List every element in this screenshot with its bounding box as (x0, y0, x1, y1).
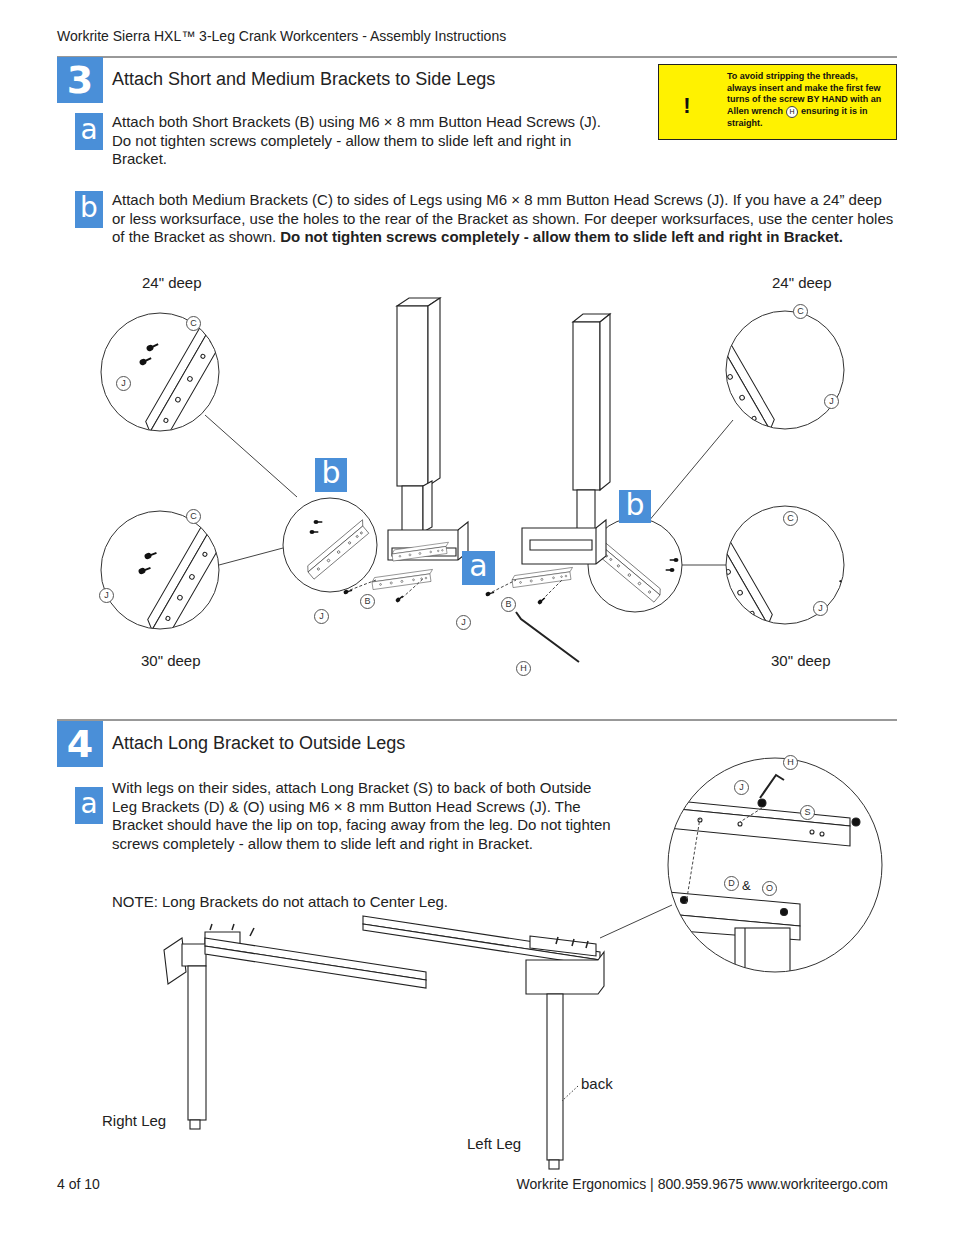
label-text: & (742, 878, 751, 893)
label-text: 4 of 10 (57, 1176, 100, 1192)
callout-letter: C (793, 304, 808, 319)
substep-letter: a (75, 787, 103, 824)
callout-letter: J (116, 376, 131, 391)
label-text: back (581, 1075, 613, 1092)
substep-tag: b (315, 458, 347, 492)
label-text: 30" deep (771, 652, 831, 669)
callout-letter: C (186, 509, 201, 524)
callout-letter: J (734, 780, 749, 795)
substep-block: aWith legs on their sides, attach Long B… (75, 779, 620, 853)
callout-letter: H (786, 106, 798, 118)
callout-letter: C (783, 511, 798, 526)
instruction-text: Attach both Medium Brackets (C) to sides… (112, 191, 897, 247)
warning-text: To avoid stripping the threads, always i… (727, 65, 889, 134)
substep-letter: a (462, 551, 495, 585)
callout-letter: B (501, 597, 516, 612)
instruction-text: Attach both Short Brackets (B) using M6 … (112, 113, 605, 169)
callout-letter: J (314, 609, 329, 624)
substep-letter: b (619, 490, 651, 523)
label-text: 24" deep (772, 274, 832, 291)
substep-tag: b (619, 490, 651, 523)
step-number: 4 (57, 721, 103, 767)
substep-letter: b (75, 191, 103, 228)
callout-letter: O (762, 881, 777, 896)
step-title: Attach Short and Medium Brackets to Side… (112, 69, 495, 90)
substep-tag: a (462, 551, 495, 585)
instruction-emphasis: Do not tighten screws completely - allow… (280, 228, 843, 245)
step-number: 3 (57, 57, 103, 103)
instruction-text: With legs on their sides, attach Long Br… (112, 779, 620, 853)
label-text: 24" deep (142, 274, 202, 291)
instruction-body: Attach both Short Brackets (B) using M6 … (112, 113, 601, 167)
callout-letter: J (456, 615, 471, 630)
callout-letter: S (800, 805, 815, 820)
callout-letter: H (783, 755, 798, 770)
instruction-body: With legs on their sides, attach Long Br… (112, 779, 611, 852)
substep-letter: a (75, 113, 103, 150)
step-heading: 4 Attach Long Bracket to Outside Legs (57, 721, 897, 767)
label-text: Workrite Ergonomics | 800.959.9675 www.w… (517, 1176, 888, 1192)
substep-letter: b (315, 458, 347, 492)
label-text: 30" deep (141, 652, 201, 669)
callout-letter: J (99, 588, 114, 603)
callout-letter: H (516, 661, 531, 676)
label-text: Right Leg (102, 1112, 166, 1129)
callout-letter: D (724, 876, 739, 891)
page-header: Workrite Sierra HXL™ 3-Leg Crank Workcen… (57, 28, 506, 44)
label-text: NOTE: Long Brackets do not attach to Cen… (112, 893, 448, 910)
warning-box: ! To avoid stripping the threads, always … (658, 64, 897, 140)
callout-letter: B (360, 594, 375, 609)
step-title: Attach Long Bracket to Outside Legs (112, 733, 405, 754)
substep-block: aAttach both Short Brackets (B) using M6… (75, 113, 605, 169)
substep-block: bAttach both Medium Brackets (C) to side… (75, 191, 897, 247)
callout-letter: J (813, 601, 828, 616)
callout-letter: J (824, 394, 839, 409)
warning-mark: ! (679, 93, 695, 119)
callout-letter: C (186, 316, 201, 331)
label-text: Left Leg (467, 1135, 521, 1152)
